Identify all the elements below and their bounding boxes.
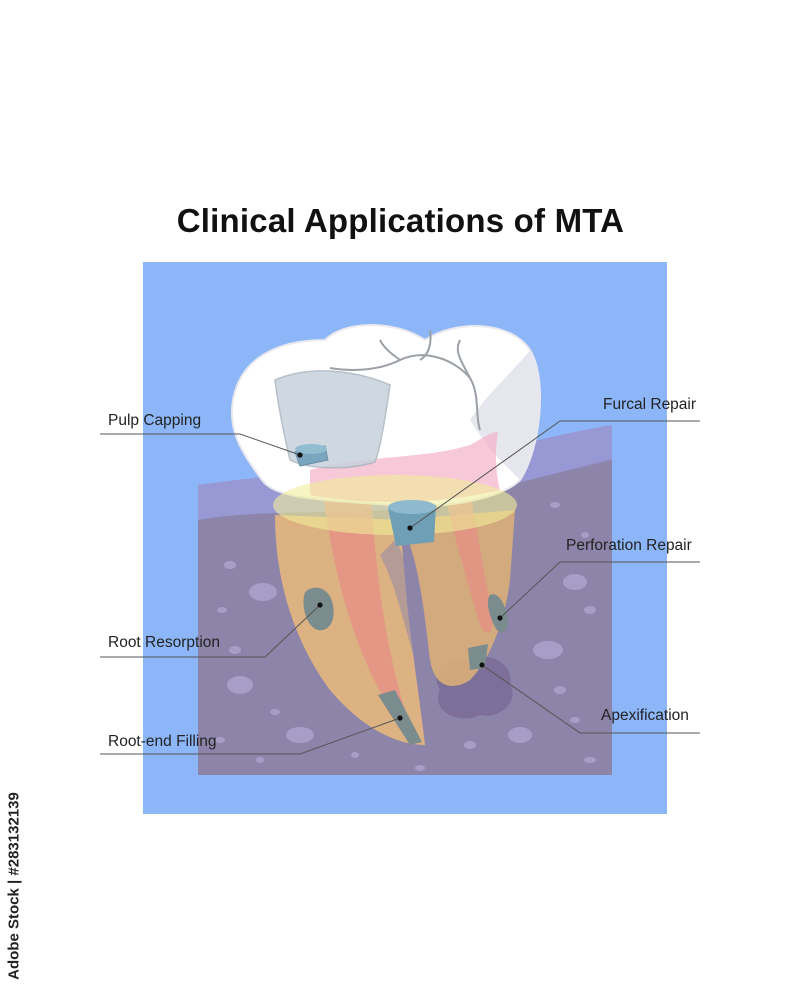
label-furcal-repair: Furcal Repair — [603, 396, 697, 413]
leader-root-end-filling — [100, 717, 401, 755]
cavity-preparation — [274, 370, 391, 469]
mta-perforation-repair — [487, 594, 508, 633]
label-perforation-repair: Perforation Repair — [566, 537, 692, 554]
leader-apexification — [481, 664, 700, 734]
stock-id-text: Adobe Stock | #283132139 — [5, 792, 23, 980]
leader-lines — [100, 420, 700, 755]
mta-furcal-repair — [388, 505, 436, 546]
stock-id-watermark: Adobe Stock | #283132139 — [2, 780, 26, 992]
mta-apexification — [468, 644, 488, 670]
leader-pulp-capping — [100, 433, 301, 456]
leader-dots — [297, 452, 503, 721]
furcation — [380, 540, 415, 660]
leader-perforation-repair — [499, 561, 700, 619]
mta-root-resorption — [303, 587, 334, 631]
label-root-resorption: Root Resorption — [108, 634, 221, 651]
mta-fillings — [294, 444, 508, 745]
leader-furcal-repair — [409, 420, 700, 529]
label-apexification: Apexification — [601, 707, 689, 724]
label-pulp-capping: Pulp Capping — [108, 412, 202, 429]
diagram-title: Clinical Applications of MTA — [176, 202, 625, 239]
label-root-end-filling: Root-end Filling — [108, 733, 217, 750]
distal-root — [400, 510, 515, 686]
leader-root-resorption — [100, 604, 321, 658]
crown-fissures — [329, 329, 481, 431]
